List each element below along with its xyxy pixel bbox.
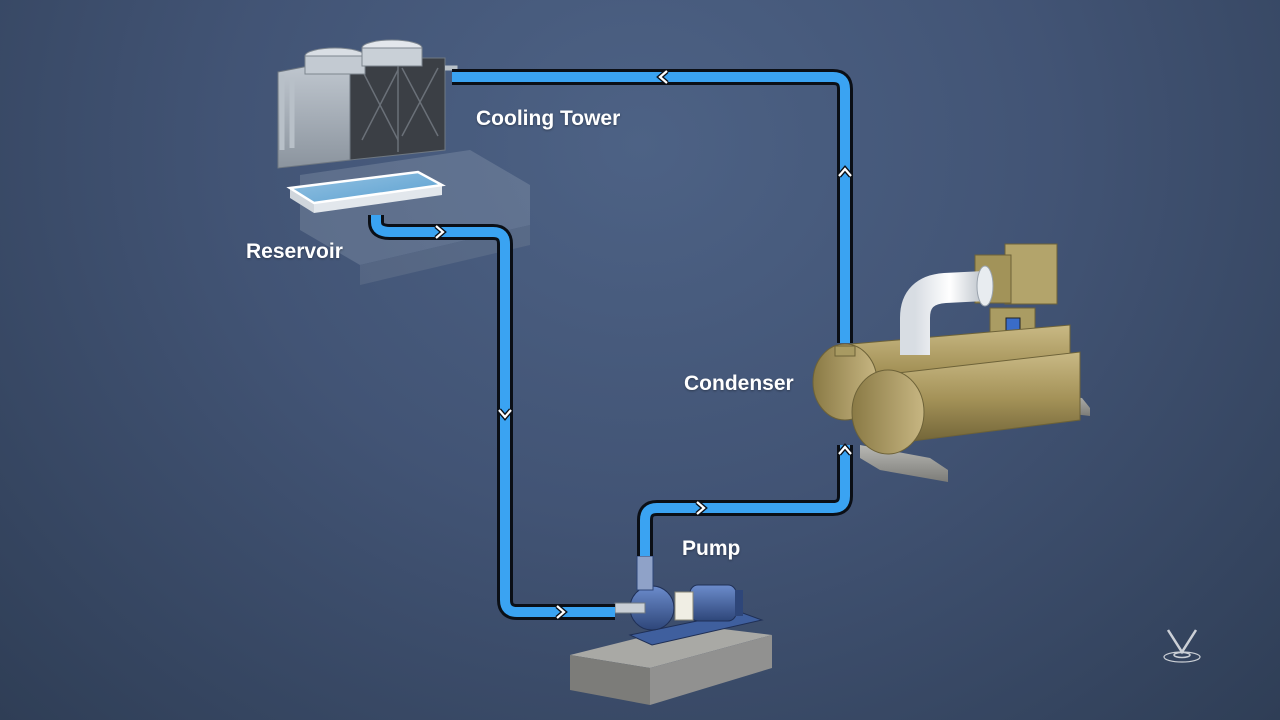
- pump-motor: [689, 584, 737, 622]
- compressor-block: [1004, 243, 1058, 305]
- pump-label: Pump: [682, 537, 741, 560]
- v-drop-logo-icon: [1163, 629, 1201, 663]
- white-suction-pipe: [900, 271, 986, 355]
- pump-base-slab-front: [570, 655, 650, 705]
- reservoir-basin: [286, 170, 446, 213]
- chevron-arrow-icon: [838, 167, 852, 177]
- chevron-arrow-icon: [435, 225, 445, 239]
- pump-base-slab-side: [650, 635, 772, 705]
- pipe-pump-to-condenser: [637, 445, 853, 556]
- tower-louver-cross: [361, 62, 439, 152]
- water-pipe-loop: [368, 69, 853, 620]
- tower-ghost-base: [300, 150, 530, 285]
- reservoir-label: Reservoir: [246, 240, 343, 263]
- tower-fan-stacks: [304, 39, 423, 75]
- chevron-arrow-icon: [696, 501, 706, 515]
- condenser-foot-left: [860, 445, 948, 482]
- pipe-supply-left: [368, 215, 615, 620]
- chevron-arrow-icon: [658, 70, 668, 84]
- pump-base-slab-top: [570, 625, 772, 668]
- chevron-arrow-icon: [498, 409, 512, 419]
- condenser-unit: [812, 243, 1090, 482]
- pump-coupling: [674, 591, 694, 621]
- chevron-arrow-icon: [556, 605, 566, 619]
- pump-unit: [570, 555, 772, 705]
- condenser-label: Condenser: [684, 372, 794, 395]
- condenser-front-cap: [851, 369, 925, 455]
- cooling-tower-label: Cooling Tower: [476, 107, 621, 130]
- chevron-arrow-icon: [838, 445, 852, 455]
- pump-discharge-neck: [636, 555, 654, 591]
